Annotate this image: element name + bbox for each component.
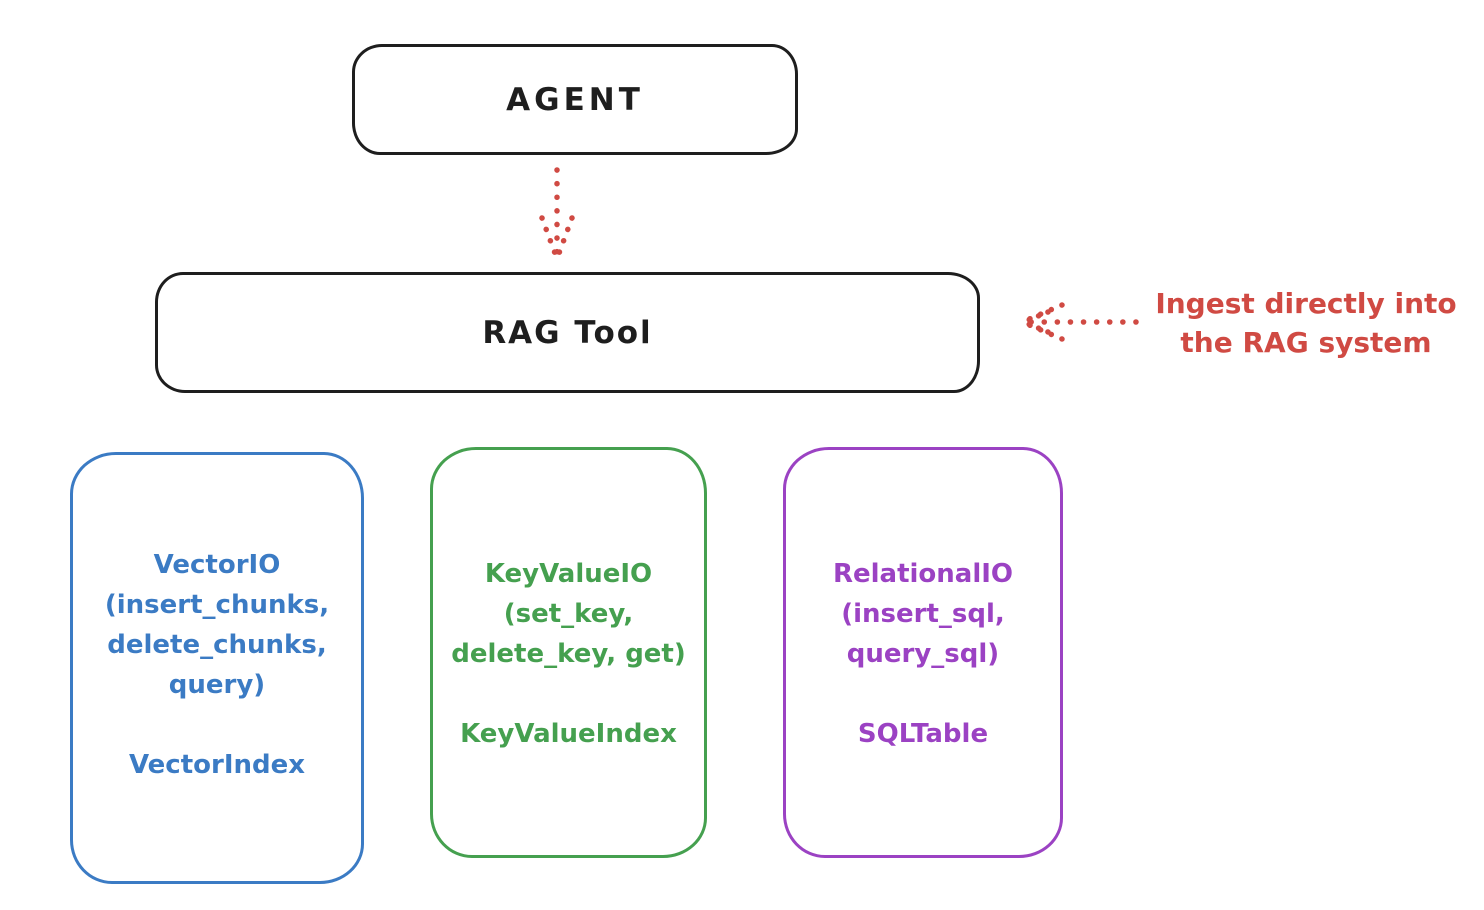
agent-node: AGENT (352, 44, 798, 155)
rag-tool-node: RAG Tool (155, 272, 980, 393)
ingest-annotation-line1: Ingest directly into (1155, 287, 1457, 320)
keyvalue-io-methods-line1: (set_key, (503, 599, 634, 629)
vector-io-title: VectorIO (153, 550, 281, 580)
vector-index-label: VectorIndex (128, 750, 306, 780)
relational-io-node: RelationalIO (insert_sql, query_sql) SQL… (783, 447, 1063, 858)
keyvalue-io-node: KeyValueIO (set_key, delete_key, get) Ke… (430, 447, 707, 858)
rag-tool-node-label: RAG Tool (482, 314, 653, 351)
sqltable-label: SQLTable (857, 719, 989, 749)
keyvalue-index-label: KeyValueIndex (460, 719, 677, 749)
ingest-annotation-line2: the RAG system (1180, 326, 1432, 359)
relational-io-methods-line2: query_sql) (846, 639, 1000, 669)
vector-io-node: VectorIO (insert_chunks, delete_chunks, … (70, 452, 364, 884)
ingest-annotation: Ingest directly into the RAG system (1138, 284, 1474, 362)
keyvalue-io-title: KeyValueIO (484, 559, 653, 589)
relational-io-methods-line1: (insert_sql, (841, 599, 1005, 629)
agent-to-ragtool-arrow (539, 167, 575, 259)
vector-io-methods-line2: delete_chunks, (107, 630, 327, 660)
vector-io-methods-line3: query) (168, 670, 266, 700)
keyvalue-io-methods-line2: delete_key, get) (451, 639, 686, 669)
agent-node-label: AGENT (506, 81, 644, 118)
vector-io-methods-line1: (insert_chunks, (104, 590, 330, 620)
relational-io-title: RelationalIO (832, 559, 1014, 589)
annotation-to-ragtool-arrow (1023, 302, 1139, 342)
